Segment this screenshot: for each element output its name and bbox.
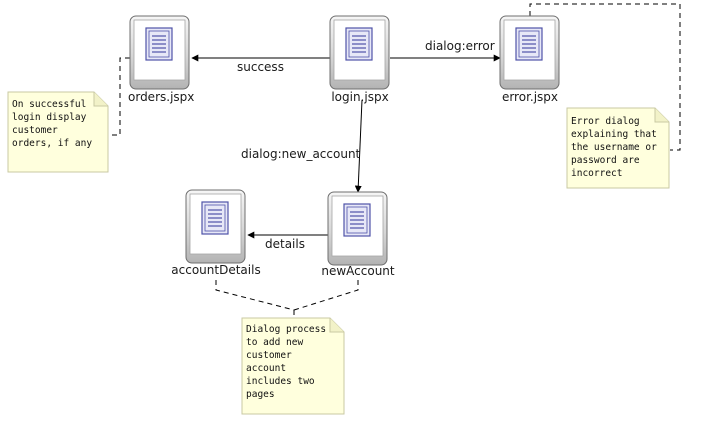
error-note-connector (529, 3, 681, 151)
page-icon (343, 203, 371, 237)
node-new-account[interactable] (327, 191, 388, 266)
orders-note-connector (108, 57, 130, 136)
dialog-note-connector-left (215, 280, 295, 311)
node-label-login: login.jspx (331, 90, 389, 104)
node-label-orders: orders.jspx (128, 90, 195, 104)
edge-label-dialog-new-account: dialog:new_account (241, 147, 361, 161)
note-text-dialog: Dialog process to add new customer accou… (246, 324, 327, 400)
note-connectors (108, 3, 681, 318)
page-icon (515, 27, 543, 61)
page-icon (145, 27, 173, 61)
edge-label-success: success (237, 60, 284, 74)
edge-dialog-new-account (354, 99, 363, 193)
page-icon (201, 201, 229, 235)
page-icon (345, 27, 373, 61)
dialog-note-connector-right (293, 280, 359, 311)
node-label-new-account: newAccount (321, 264, 395, 278)
node-login[interactable] (329, 15, 390, 90)
note-orders (7, 91, 109, 173)
node-account-details[interactable] (185, 189, 246, 264)
node-orders[interactable] (129, 15, 190, 90)
note-text-orders: On successful login display customer ord… (12, 99, 93, 149)
edge-label-details: details (265, 237, 305, 251)
note-text-error: Error dialog explaining that the usernam… (571, 116, 657, 179)
note-dialog (241, 317, 345, 415)
node-label-account-details: accountDetails (171, 263, 261, 277)
edges (191, 54, 501, 239)
note-error (566, 107, 670, 189)
node-label-error: error.jspx (501, 90, 559, 104)
edge-label-dialog-error: dialog:error (425, 39, 495, 53)
node-error[interactable] (499, 15, 560, 90)
